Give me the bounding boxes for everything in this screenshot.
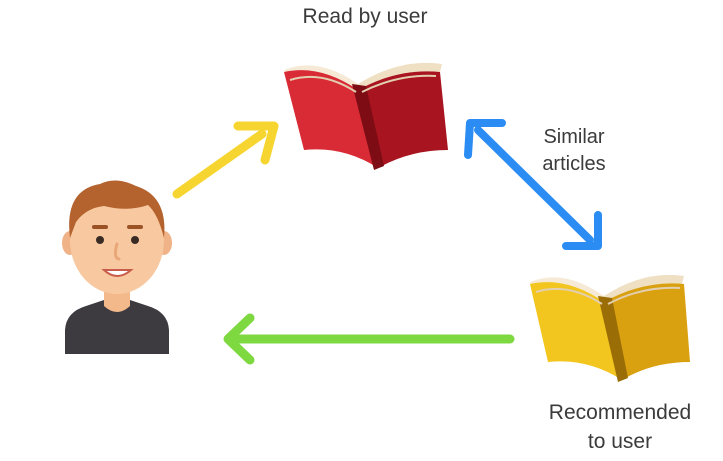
recommended-label-line-1: Recommended bbox=[548, 401, 692, 424]
similar-articles-label: Similar articles bbox=[515, 124, 633, 178]
user-avatar-icon bbox=[62, 180, 172, 354]
similar-label-line-2: articles bbox=[542, 153, 606, 175]
red-open-book-icon bbox=[284, 62, 448, 170]
recommended-to-user-arrow bbox=[223, 313, 515, 365]
similar-label-line-1: Similar bbox=[543, 126, 605, 148]
user-to-read-arrow bbox=[172, 121, 279, 199]
read-by-user-label: Read by user bbox=[302, 5, 428, 28]
yellow-open-book-icon bbox=[530, 274, 690, 382]
similar-articles-double-arrow bbox=[464, 119, 602, 250]
recommended-to-user-label: Recommended to user bbox=[520, 398, 720, 456]
recommended-label-line-2: to user bbox=[587, 430, 653, 453]
